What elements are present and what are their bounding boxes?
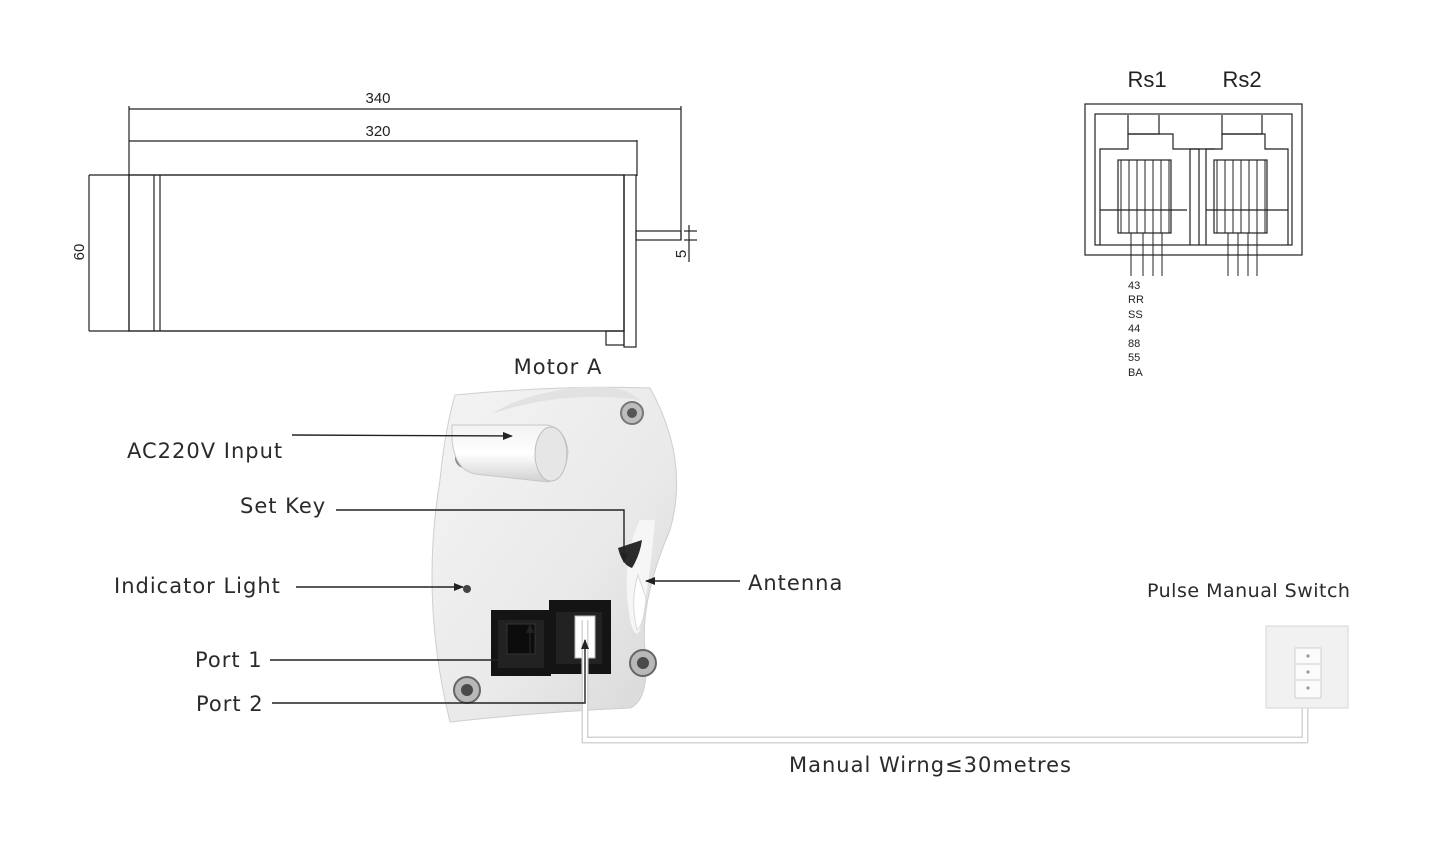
pin-label: 43 <box>1128 280 1140 292</box>
label-ac-input: AC220V Input <box>127 439 283 463</box>
label-set-key: Set Key <box>240 494 326 518</box>
pin-label: 88 <box>1128 338 1140 350</box>
pulse-switch <box>1265 625 1349 709</box>
screw-icon <box>453 676 481 704</box>
label-antenna: Antenna <box>748 571 843 595</box>
connector-pins <box>1120 160 1266 276</box>
receiver-device <box>431 386 678 723</box>
rs1-label: Rs1 <box>1127 67 1166 92</box>
motor-drawing <box>88 106 697 348</box>
callout-set-key <box>336 509 628 563</box>
ac-cable-icon <box>451 424 569 483</box>
pin-label: 44 <box>1128 323 1140 335</box>
pin-label: BA <box>1128 367 1143 379</box>
callout-port-2 <box>272 639 589 704</box>
callout-lines <box>270 431 740 704</box>
pin-label: SS <box>1128 309 1143 321</box>
rs2-label: Rs2 <box>1222 67 1261 92</box>
dim-body-label: 320 <box>365 123 390 140</box>
screw-icon <box>629 649 657 677</box>
port-2-icon <box>549 600 611 674</box>
indicator-light-icon <box>463 585 471 593</box>
motor-title: Motor A <box>514 355 603 379</box>
label-switch: Pulse Manual Switch <box>1147 580 1350 602</box>
callout-port-1 <box>270 623 534 661</box>
label-port-1: Port 1 <box>195 648 263 672</box>
dim-total-label: 340 <box>365 90 390 107</box>
up-arrow-icon <box>1306 654 1310 658</box>
antenna-icon <box>633 573 647 631</box>
pin-label: 55 <box>1128 352 1140 364</box>
pin-labels: 43 RR SS 44 88 55 BA <box>1128 280 1144 379</box>
label-indicator: Indicator Light <box>114 574 281 598</box>
callout-ac-input <box>291 431 513 440</box>
pin-label: RR <box>1128 294 1144 306</box>
dim-height-label: 60 <box>71 244 88 261</box>
screw-icon <box>620 401 644 425</box>
port-1-icon <box>491 610 551 676</box>
down-arrow-icon <box>1306 686 1310 690</box>
label-wiring: Manual Wirng≤30metres <box>789 753 1072 777</box>
stop-icon <box>1306 670 1310 674</box>
manual-wiring-cable <box>581 620 1309 744</box>
label-port-2: Port 2 <box>196 692 264 716</box>
dim-shaft-label: 5 <box>673 250 690 258</box>
connector-drawing <box>1084 103 1303 256</box>
